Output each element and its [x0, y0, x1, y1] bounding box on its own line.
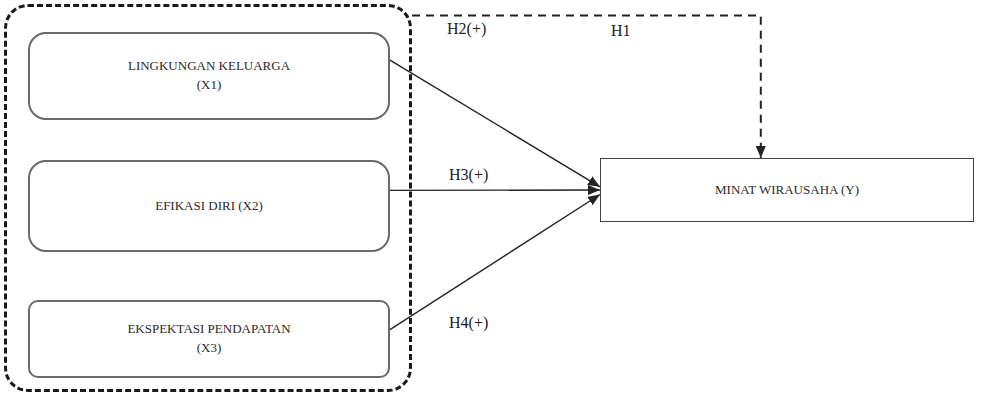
hypothesis-label: H1	[608, 22, 634, 40]
node-label: LINGKUNGAN KELUARGA (X1)	[127, 57, 292, 95]
outcome-box: MINAT WIRAUSAHA (Y)	[600, 158, 974, 222]
node-label: EFIKASI DIRI (X2)	[155, 197, 263, 216]
node-label: MINAT WIRAUSAHA (Y)	[715, 181, 859, 200]
dashed-connector	[412, 16, 761, 158]
variable-box: EFIKASI DIRI (X2)	[28, 160, 390, 252]
hypothesis-label: H4(+)	[446, 314, 491, 332]
hypothesis-label: H2(+)	[444, 20, 489, 38]
variable-box: EKSPEKTASI PENDAPATAN (X3)	[28, 300, 390, 378]
arrow-connector	[390, 195, 600, 330]
node-label: EKSPEKTASI PENDAPATAN (X3)	[114, 320, 304, 358]
arrow-connector	[390, 60, 600, 187]
hypothesis-label: H3(+)	[446, 166, 491, 184]
group-frame: LINGKUNGAN KELUARGA (X1) EFIKASI DIRI (X2…	[4, 4, 412, 392]
arrow-connector	[390, 189, 600, 191]
variable-box: LINGKUNGAN KELUARGA (X1)	[28, 32, 390, 120]
